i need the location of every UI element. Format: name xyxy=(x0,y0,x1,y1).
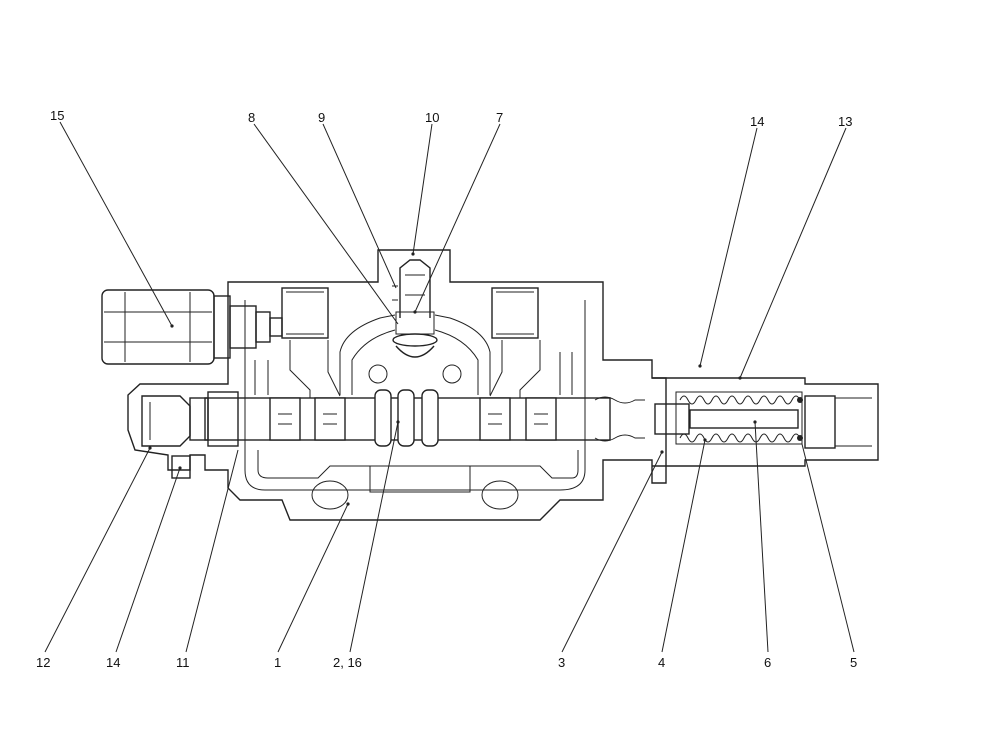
leader-11 xyxy=(185,449,239,653)
leader-7 xyxy=(414,123,501,313)
label-7: 7 xyxy=(496,110,503,125)
solenoid-cap xyxy=(101,289,283,365)
leader-4 xyxy=(661,439,706,653)
label-11: 11 xyxy=(176,655,190,670)
label-15: 15 xyxy=(50,108,64,123)
label-12: 12 xyxy=(36,655,50,670)
leader-14-top xyxy=(699,127,758,367)
port-right xyxy=(491,287,539,339)
label-4: 4 xyxy=(658,655,665,670)
check-valve-assembly xyxy=(392,259,438,358)
leader-3 xyxy=(561,451,663,653)
label-14-top: 14 xyxy=(750,114,764,129)
leader-2-16 xyxy=(349,421,399,653)
label-8: 8 xyxy=(248,110,255,125)
leader-9 xyxy=(322,123,397,289)
label-5: 5 xyxy=(850,655,857,670)
leader-5 xyxy=(801,443,855,653)
leader-14-bottom xyxy=(115,467,181,653)
leader-13 xyxy=(739,127,847,379)
leader-1 xyxy=(277,503,349,653)
label-2-16: 2, 16 xyxy=(333,655,362,670)
label-13: 13 xyxy=(838,114,852,129)
spool xyxy=(204,389,611,447)
label-6: 6 xyxy=(764,655,771,670)
leader-lines xyxy=(44,121,855,653)
label-1: 1 xyxy=(274,655,281,670)
left-plug xyxy=(141,391,239,479)
leader-6 xyxy=(754,421,769,653)
part-labels: 15 8 9 10 7 14 13 12 14 11 1 2, 16 3 4 6… xyxy=(36,108,857,670)
label-3: 3 xyxy=(558,655,565,670)
leader-12 xyxy=(44,447,151,653)
port-left xyxy=(281,287,329,339)
spring xyxy=(594,395,803,443)
internal-passages xyxy=(254,314,573,398)
leader-8 xyxy=(253,123,399,325)
label-10: 10 xyxy=(425,110,439,125)
label-9: 9 xyxy=(318,110,325,125)
leader-15 xyxy=(59,121,173,327)
spring-housing xyxy=(652,377,879,467)
valve-body xyxy=(127,249,667,521)
label-14-bottom: 14 xyxy=(106,655,120,670)
leader-10 xyxy=(412,123,433,255)
